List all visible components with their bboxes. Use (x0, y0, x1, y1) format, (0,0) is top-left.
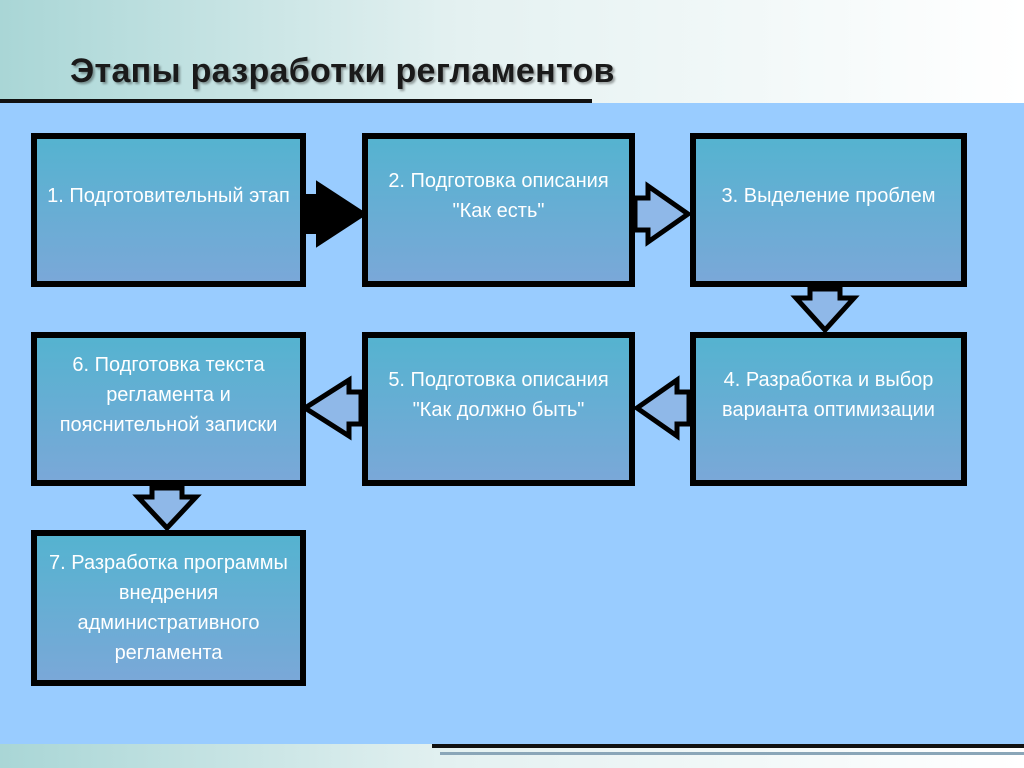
step-3-box: 3. Выделение проблем (690, 133, 967, 287)
step-7-label: 7. Разработка программы внедрения админи… (49, 552, 288, 664)
step-6-box: 6. Подготовка текста регламента и поясни… (31, 332, 306, 486)
step-2-box: 2. Подготовка описания "Как есть" (362, 133, 635, 287)
step-4-box: 4. Разработка и выбор варианта оптимизац… (690, 332, 967, 486)
arrow-1-to-2 (304, 180, 368, 248)
step-1-box: 1. Подготовительный этап (31, 133, 306, 287)
footer-rule-dark (432, 744, 1024, 748)
step-3-label: 3. Выделение проблем (721, 185, 936, 207)
step-5-label: 5. Подготовка описания "Как должно быть" (388, 369, 609, 421)
step-4-label: 4. Разработка и выбор варианта оптимизац… (722, 369, 935, 421)
arrow-4-to-5 (632, 375, 692, 441)
arrow-6-to-7 (132, 485, 202, 532)
title-underline-dark (0, 99, 592, 103)
step-1-label: 1. Подготовительный этап (47, 185, 290, 207)
step-6-label: 6. Подготовка текста регламента и поясни… (59, 354, 278, 436)
step-2-label: 2. Подготовка описания "Как есть" (388, 170, 609, 222)
footer-rule-light (440, 752, 1024, 755)
arrow-5-to-6 (300, 375, 364, 441)
arrow-3-to-4 (790, 286, 860, 334)
step-5-box: 5. Подготовка описания "Как должно быть" (362, 332, 635, 486)
arrow-2-to-3 (632, 181, 693, 247)
step-7-box: 7. Разработка программы внедрения админи… (31, 530, 306, 686)
page-title: Этапы разработки регламентов (70, 52, 615, 90)
